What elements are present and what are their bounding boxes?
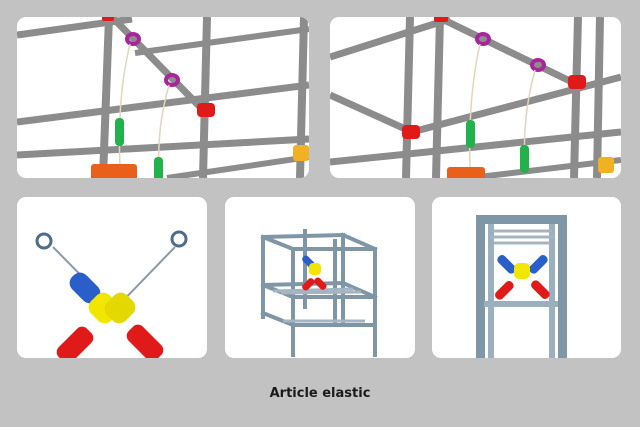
yellow-connector bbox=[104, 292, 136, 324]
frame-bar bbox=[260, 310, 296, 328]
green-handle bbox=[520, 145, 529, 173]
orange-block bbox=[447, 167, 485, 178]
green-handle bbox=[154, 157, 163, 178]
frame-post bbox=[558, 217, 567, 358]
red-handle bbox=[126, 324, 164, 358]
frame-bar bbox=[260, 234, 296, 252]
connector-red bbox=[402, 125, 420, 139]
elastic-cord bbox=[157, 84, 170, 168]
connector-red bbox=[197, 103, 215, 117]
panel-frame-with-elastic bbox=[225, 197, 415, 358]
frame-post bbox=[488, 217, 494, 358]
frame-bar bbox=[260, 280, 346, 288]
clip-purple bbox=[164, 73, 180, 87]
panel-detail-left bbox=[17, 17, 309, 178]
red-handle bbox=[495, 281, 514, 300]
panel-elastic-product bbox=[17, 197, 207, 358]
frame-post bbox=[476, 217, 485, 358]
platform-slat bbox=[280, 290, 362, 295]
frame-bar bbox=[440, 17, 574, 86]
frame-bar bbox=[330, 17, 452, 61]
clip-purple bbox=[475, 32, 491, 46]
panel-front-view bbox=[432, 197, 621, 358]
green-handle bbox=[466, 120, 475, 148]
ring-loop bbox=[35, 232, 53, 250]
frame-bar bbox=[570, 17, 582, 178]
frame-bar bbox=[99, 17, 113, 178]
clip-purple bbox=[125, 32, 141, 46]
green-handle bbox=[115, 118, 124, 146]
frame-bar bbox=[17, 81, 309, 126]
elastic-cord bbox=[118, 43, 131, 168]
red-handle bbox=[56, 326, 94, 358]
frame-bar bbox=[411, 73, 621, 136]
front-view-illustration bbox=[476, 215, 567, 358]
frame-bar bbox=[166, 154, 309, 178]
frame-bar bbox=[340, 232, 378, 252]
platform-slat bbox=[272, 287, 354, 293]
frame-bar bbox=[340, 280, 378, 300]
red-handle bbox=[314, 277, 327, 290]
detail-left-illustration bbox=[17, 17, 309, 178]
frame-bar bbox=[330, 128, 621, 166]
frame-bar bbox=[17, 135, 309, 159]
red-handle bbox=[531, 280, 550, 299]
yellow-foot bbox=[293, 145, 309, 161]
frame-with-elastic-illustration bbox=[260, 229, 378, 357]
yellow-foot bbox=[598, 157, 614, 173]
ring-loop bbox=[170, 230, 188, 248]
frame-post bbox=[549, 217, 555, 358]
frame-bar bbox=[260, 232, 346, 240]
connector-red bbox=[434, 17, 448, 22]
blue-handle bbox=[497, 255, 516, 274]
elastic-product-illustration bbox=[35, 230, 188, 358]
frame-bar bbox=[476, 215, 567, 224]
frame-bar bbox=[134, 26, 309, 56]
blue-handle bbox=[529, 255, 548, 274]
blue-handle bbox=[69, 272, 101, 304]
caption: Article elastic bbox=[269, 386, 371, 401]
panel-detail-right bbox=[330, 17, 621, 178]
yellow-connector bbox=[514, 263, 530, 279]
elastic-cord bbox=[468, 43, 481, 168]
frame-bar bbox=[593, 17, 604, 178]
connector-red bbox=[102, 17, 114, 21]
frame-bar bbox=[109, 17, 208, 115]
red-handle bbox=[302, 278, 315, 291]
frame-bar bbox=[469, 157, 621, 178]
clip-purple bbox=[530, 58, 546, 72]
yellow-connector bbox=[309, 263, 321, 275]
frame-bar bbox=[330, 91, 414, 136]
frame-bar bbox=[484, 301, 558, 307]
connector-red bbox=[568, 75, 586, 89]
orange-block bbox=[91, 164, 137, 178]
detail-right-illustration bbox=[330, 17, 621, 178]
